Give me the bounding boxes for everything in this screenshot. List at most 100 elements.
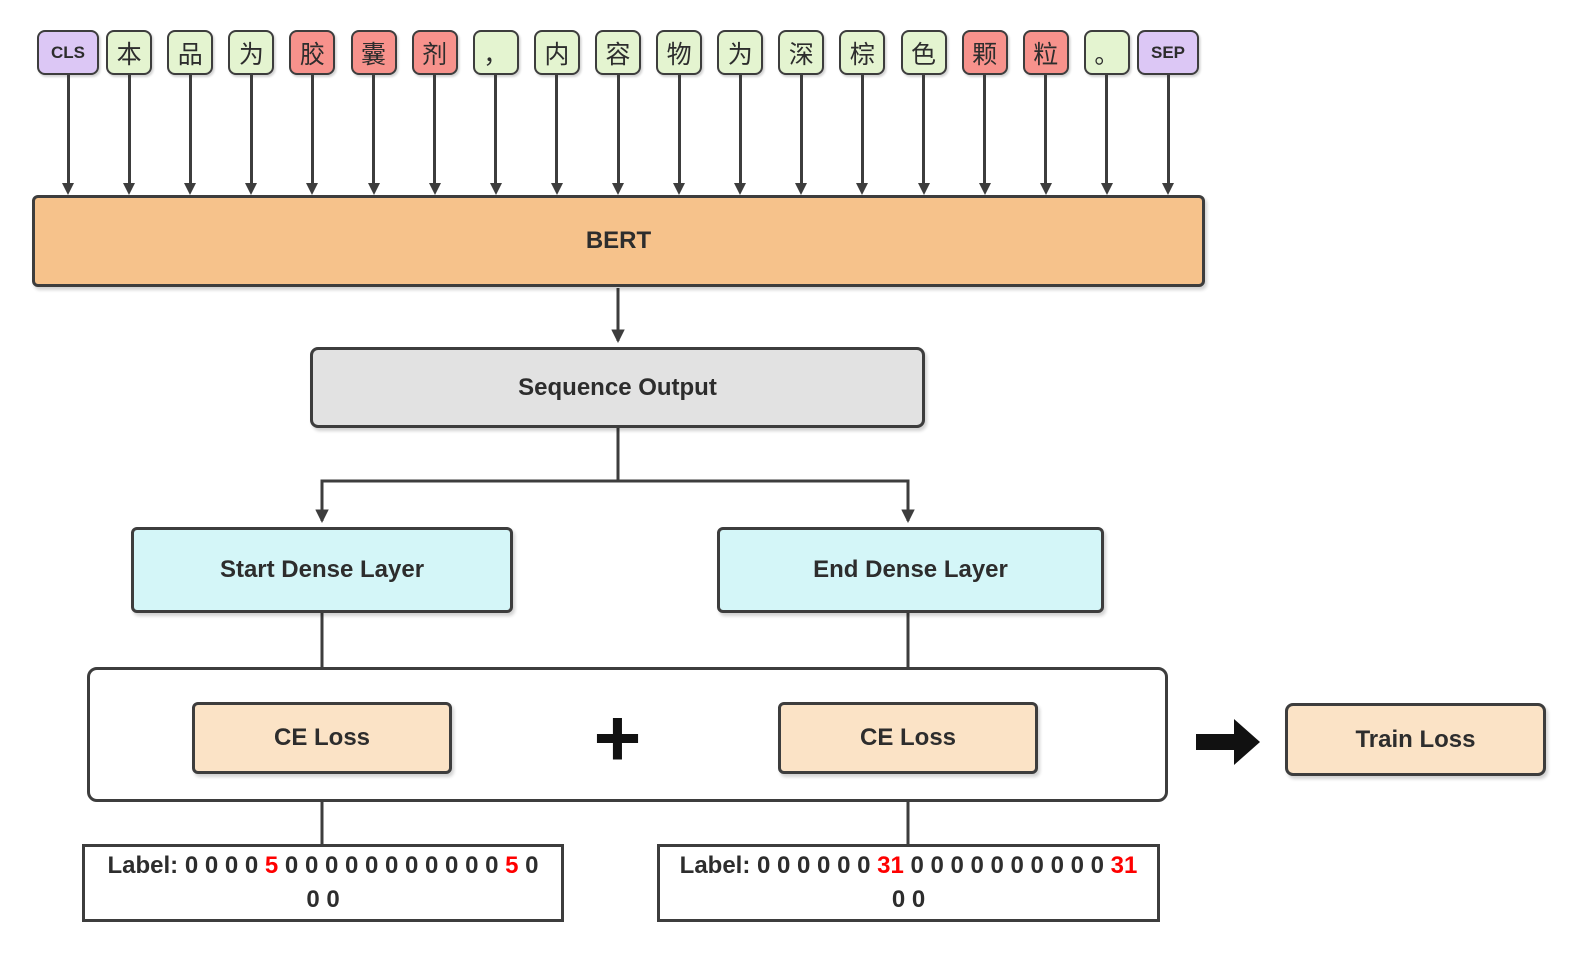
label-text: 0 0 0 0 0 0 0 0 0 0 0 xyxy=(278,852,506,879)
start-label-line2: 0 0 xyxy=(306,886,340,913)
right-block-arrow-icon xyxy=(1196,719,1260,765)
token-arrow-head xyxy=(184,183,197,195)
end-ce-loss-node: CE Loss xyxy=(778,702,1038,774)
token-label: 品 xyxy=(177,40,203,69)
token-arrow-head xyxy=(917,183,930,195)
end-label-box: Label: 0 0 0 0 0 0 31 0 0 0 0 0 0 0 0 0 … xyxy=(657,844,1160,922)
token-box-entity: 剂 xyxy=(411,30,458,75)
token-cell: 颗 xyxy=(961,30,1008,195)
start-label-line1: Label: 0 0 0 0 5 0 0 0 0 0 0 0 0 0 0 0 5… xyxy=(85,849,561,883)
token-box-normal: ， xyxy=(472,30,519,75)
token-arrow-head xyxy=(62,183,74,195)
token-cell: 囊 xyxy=(350,30,397,195)
token-label: 粒 xyxy=(1033,40,1059,69)
start-dense-layer-label: Start Dense Layer xyxy=(219,556,425,583)
token-cell: 。 xyxy=(1083,30,1130,195)
token-arrow-line xyxy=(983,75,987,183)
bert-label: BERT xyxy=(585,227,652,254)
token-arrow-head xyxy=(1162,183,1174,195)
token-arrow-head xyxy=(489,183,502,195)
token-cell: 容 xyxy=(595,30,641,195)
token-label: 物 xyxy=(666,40,692,69)
token-arrow-head xyxy=(428,183,441,195)
token-cell: 色 xyxy=(900,30,947,195)
token-arrow-line xyxy=(310,75,314,183)
label-text: 0 0 0 0 0 0 0 0 0 0 xyxy=(903,852,1111,879)
end-label-line1: Label: 0 0 0 0 0 0 31 0 0 0 0 0 0 0 0 0 … xyxy=(660,849,1157,883)
token-label: 颗 xyxy=(972,40,998,69)
token-cell: 胶 xyxy=(289,30,336,195)
token-arrow-line xyxy=(433,75,437,183)
token-box-normal: 品 xyxy=(167,30,214,75)
token-cell: 粒 xyxy=(1022,30,1069,195)
token-arrow-line xyxy=(1105,75,1109,183)
token-arrow-line xyxy=(372,75,376,183)
token-label: 棕 xyxy=(849,40,875,69)
arrow-head xyxy=(1234,719,1260,765)
token-box-normal: 容 xyxy=(595,30,641,75)
end-dense-layer-label: End Dense Layer xyxy=(813,556,1008,583)
token-box-normal: 。 xyxy=(1083,30,1130,75)
token-box-normal: 棕 xyxy=(839,30,886,75)
end-dense-layer-node: End Dense Layer xyxy=(717,527,1104,613)
label-highlight-value: 31 xyxy=(877,852,904,879)
token-arrow-line xyxy=(127,75,131,183)
token-box-normal: 为 xyxy=(717,30,764,75)
token-box-entity: 囊 xyxy=(350,30,397,75)
token-box-entity: 胶 xyxy=(289,30,336,75)
token-label: 容 xyxy=(605,40,631,69)
token-label: 剂 xyxy=(422,40,448,69)
token-label: 囊 xyxy=(361,40,387,69)
token-cell: 棕 xyxy=(839,30,886,195)
start-ce-loss-node: CE Loss xyxy=(192,702,452,774)
token-arrow-head xyxy=(1039,183,1052,195)
token-box-normal: 深 xyxy=(778,30,825,75)
token-arrow-line xyxy=(860,75,864,183)
token-arrow-line xyxy=(738,75,742,183)
token-box-special: SEP xyxy=(1137,30,1199,75)
token-label: 内 xyxy=(544,40,570,69)
token-label: 胶 xyxy=(299,40,325,69)
sequence-output-label: Sequence Output xyxy=(518,373,717,401)
token-arrow-line xyxy=(616,75,620,183)
token-arrow-line xyxy=(799,75,803,183)
token-arrow-head xyxy=(1100,183,1113,195)
arrow-bar xyxy=(1196,734,1234,750)
bert-node: BERT xyxy=(32,195,1205,287)
token-label: 为 xyxy=(238,40,264,69)
token-arrow-head xyxy=(795,183,808,195)
token-box-normal: 色 xyxy=(900,30,947,75)
plus-operator: + xyxy=(593,692,642,784)
token-cell: 为 xyxy=(717,30,764,195)
token-box-normal: 为 xyxy=(228,30,275,75)
token-arrow-line xyxy=(922,75,926,183)
token-arrow-head xyxy=(673,183,686,195)
label-highlight-value: 31 xyxy=(1110,852,1138,879)
token-label: 色 xyxy=(911,40,937,69)
token-label: 为 xyxy=(727,40,753,69)
start-dense-layer-node: Start Dense Layer xyxy=(131,527,513,613)
token-cell: 本 xyxy=(106,30,153,195)
token-box-special: CLS xyxy=(37,30,99,75)
label-text: 0 xyxy=(518,852,539,879)
token-box-entity: 粒 xyxy=(1022,30,1069,75)
token-arrow-head xyxy=(978,183,991,195)
token-cell: 内 xyxy=(533,30,580,195)
token-arrow-line xyxy=(188,75,192,183)
token-box-normal: 物 xyxy=(656,30,703,75)
label-highlight-value: 5 xyxy=(264,852,279,879)
token-arrow-head xyxy=(123,183,136,195)
token-cell: 品 xyxy=(167,30,214,195)
token-arrow-line xyxy=(677,75,681,183)
train-loss-label: Train Loss xyxy=(1355,725,1476,753)
token-arrow-head xyxy=(612,183,624,195)
train-loss-node: Train Loss xyxy=(1285,703,1546,776)
token-label: 本 xyxy=(116,40,142,69)
token-arrow-line xyxy=(555,75,559,183)
token-arrow-head xyxy=(734,183,747,195)
sequence-output-node: Sequence Output xyxy=(310,347,925,428)
token-arrow-line xyxy=(1044,75,1048,183)
token-cell: 为 xyxy=(228,30,275,195)
token-cell: 物 xyxy=(656,30,703,195)
